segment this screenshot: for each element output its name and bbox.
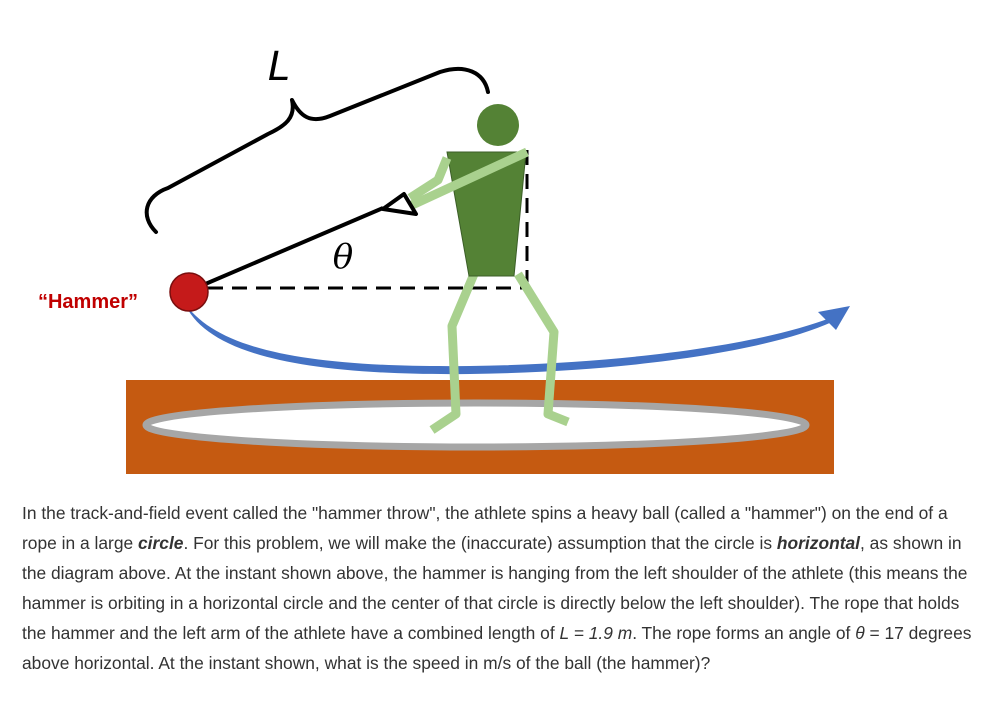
- problem-emphasis-circle: circle: [138, 533, 184, 553]
- athlete-left-arm: [408, 147, 529, 211]
- problem-paragraph: In the track-and-field event called the …: [22, 498, 982, 678]
- hammer-ball: [169, 272, 209, 312]
- angle-label: θ: [333, 237, 353, 277]
- athlete-left-leg: [429, 272, 479, 434]
- problem-text-segment: In the track-and-field event called the …: [22, 503, 948, 553]
- problem-theta-symbol: θ: [855, 623, 865, 643]
- problem-text-segment: = 17 degrees above horizontal. At the in…: [22, 623, 972, 673]
- hammer-label: “Hammer”: [38, 291, 138, 313]
- athlete-right-arm: [407, 156, 452, 202]
- hammer-rope: [195, 206, 384, 290]
- problem-text-segment: , as shown in the diagram above. At the …: [22, 533, 968, 643]
- throwing-circle: [142, 399, 810, 451]
- problem-emphasis-horizontal: horizontal: [776, 533, 861, 553]
- orbit-arrowhead: [818, 306, 850, 330]
- orbit-path-arrow: [184, 302, 832, 375]
- length-label: L: [268, 44, 290, 90]
- athlete-right-leg: [514, 271, 570, 427]
- length-brace: [144, 66, 490, 234]
- athlete-head: [477, 104, 519, 146]
- hammer-handle: [381, 192, 418, 216]
- problem-length-value: L = 1.9 m: [559, 623, 633, 643]
- problem-text-segment: . The rope forms an angle of: [632, 623, 856, 643]
- problem-text-segment: . For this problem, we will make the (in…: [183, 533, 777, 553]
- hammer-throw-diagram: L θ “Hammer”: [38, 44, 850, 474]
- problem-statement: In the track-and-field event called the …: [22, 498, 982, 678]
